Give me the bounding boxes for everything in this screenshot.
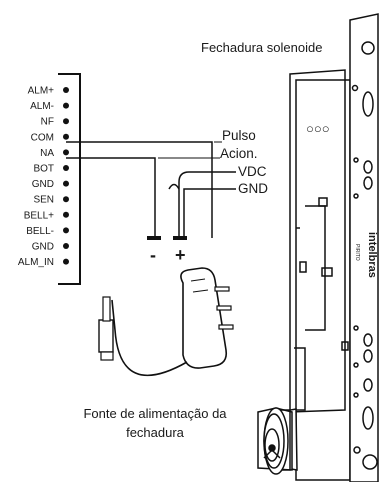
lock-face-plate	[349, 13, 379, 482]
power-supply	[98, 267, 234, 377]
brand-logo: intelbras	[366, 232, 378, 278]
terminal-label: COM	[31, 132, 54, 143]
terminal-label: NA	[40, 148, 54, 159]
terminal-label: BELL+	[24, 210, 54, 221]
lock-label: Fechadura solenoide	[201, 40, 322, 55]
terminal-dot	[63, 165, 69, 171]
wire-gnd	[183, 188, 236, 238]
wire-bridge	[168, 183, 180, 190]
terminal-label: NF	[41, 117, 54, 128]
wires	[66, 141, 236, 238]
terminal-label: ALM_IN	[18, 257, 54, 268]
psu-caption-line2: fechadura	[126, 425, 185, 440]
terminal-dot	[63, 133, 69, 140]
wire-label-acion: Acion.	[220, 146, 258, 161]
lock-indicator: ○○○	[306, 121, 330, 136]
terminal-label: BELL-	[26, 226, 54, 237]
brand-sub: PIRITO	[354, 244, 360, 261]
terminal-label: GND	[32, 179, 54, 190]
terminal-dot	[63, 258, 69, 265]
leaders	[158, 141, 222, 159]
lock-cylinder	[257, 407, 298, 475]
wire-na	[66, 157, 156, 238]
terminal-dot	[63, 227, 69, 234]
psu-minus-sign: -	[150, 245, 156, 265]
terminal-label: GND	[32, 242, 54, 253]
plug-minus-marker	[147, 236, 161, 240]
terminal-dot	[63, 118, 69, 125]
terminal-dot	[63, 102, 69, 109]
terminal-dot	[63, 149, 69, 156]
terminal-label: SEN	[33, 195, 54, 206]
wire-vdc	[178, 171, 236, 238]
terminal-dot	[63, 196, 69, 203]
lock-back-plate	[289, 69, 346, 413]
wire-com	[66, 141, 213, 238]
terminal-block: ALM+ ALM- NF COM NA BOT GND SEN BELL+ BELL- GND ALM…	[18, 73, 81, 285]
psu-caption-line1: Fonte de alimentação da	[83, 406, 227, 421]
terminal-dot	[63, 243, 69, 249]
terminal-dot	[63, 211, 69, 218]
lock-body	[295, 79, 351, 481]
wire-label-gnd: GND	[238, 181, 268, 196]
terminal-dot	[63, 180, 69, 187]
plug-plus-marker	[173, 236, 187, 240]
terminal-dot	[63, 87, 69, 93]
terminal-label: ALM+	[28, 86, 55, 97]
wire-label-pulso: Pulso	[222, 128, 256, 143]
wire-label-vdc: VDC	[238, 164, 267, 179]
terminal-label: ALM-	[30, 101, 54, 112]
solenoid-lock	[289, 13, 379, 482]
psu-plus-sign: +	[175, 245, 186, 265]
terminal-label: BOT	[33, 164, 54, 175]
